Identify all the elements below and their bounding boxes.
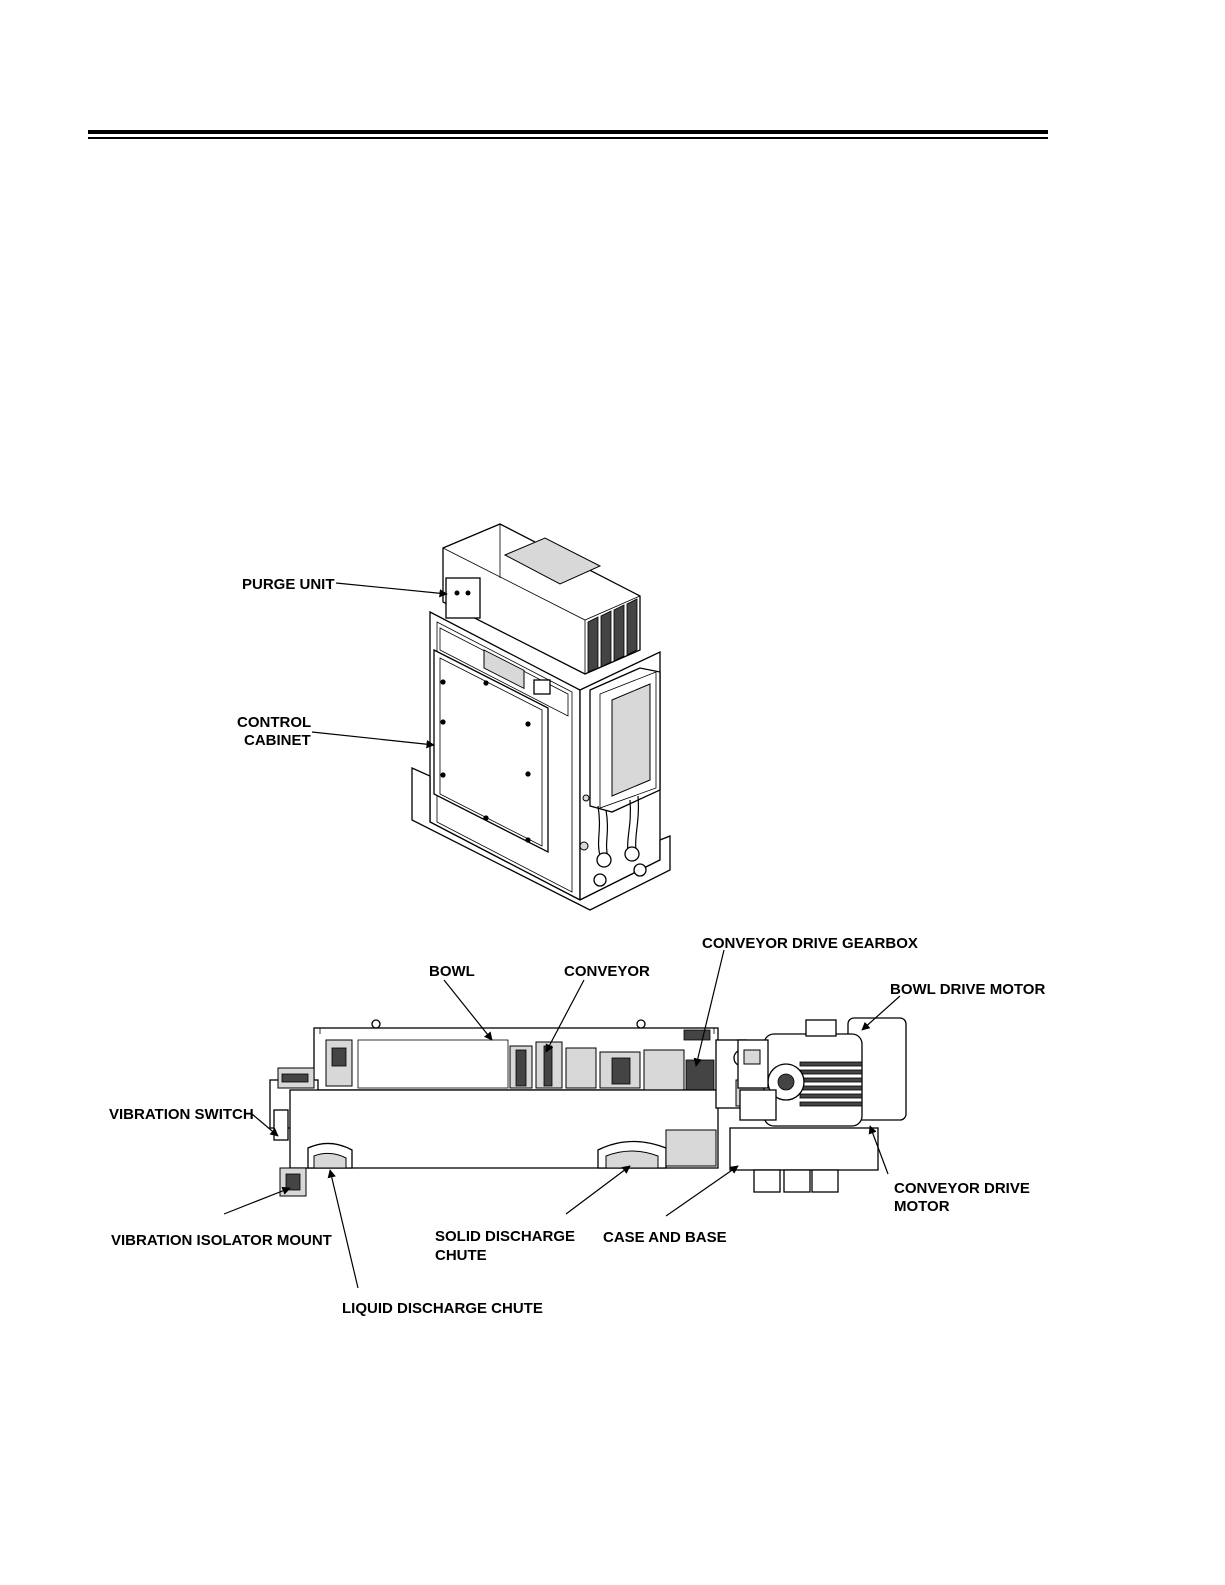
vibration-switch-body bbox=[274, 1110, 288, 1140]
label-conveyor: CONVEYOR bbox=[564, 963, 650, 980]
label-purge-unit: PURGE UNIT bbox=[242, 576, 335, 593]
centrifuge-drawing bbox=[270, 1018, 906, 1196]
purge-unit-box bbox=[446, 578, 480, 618]
motor-base bbox=[730, 1128, 878, 1170]
label-control-cabinet-2: CABINET bbox=[244, 732, 311, 749]
label-bowl: BOWL bbox=[429, 963, 475, 980]
label-conveyor-drive-motor-2: MOTOR bbox=[894, 1198, 950, 1215]
control-cabinet-drawing bbox=[412, 524, 670, 910]
label-solid-discharge-chute-2: CHUTE bbox=[435, 1247, 487, 1264]
label-vibration-switch: VIBRATION SWITCH bbox=[109, 1106, 254, 1123]
label-vibration-isolator-mount: VIBRATION ISOLATOR MOUNT bbox=[111, 1232, 332, 1249]
label-liquid-discharge-chute: LIQUID DISCHARGE CHUTE bbox=[342, 1300, 543, 1317]
label-conveyor-drive-gearbox: CONVEYOR DRIVE GEARBOX bbox=[702, 935, 918, 952]
label-bowl-drive-motor: BOWL DRIVE MOTOR bbox=[890, 981, 1045, 998]
label-control-cabinet-1: CONTROL bbox=[237, 714, 311, 731]
label-case-and-base: CASE AND BASE bbox=[603, 1229, 727, 1246]
label-conveyor-drive-motor-1: CONVEYOR DRIVE bbox=[894, 1180, 1030, 1197]
label-solid-discharge-chute-1: SOLID DISCHARGE bbox=[435, 1228, 575, 1245]
